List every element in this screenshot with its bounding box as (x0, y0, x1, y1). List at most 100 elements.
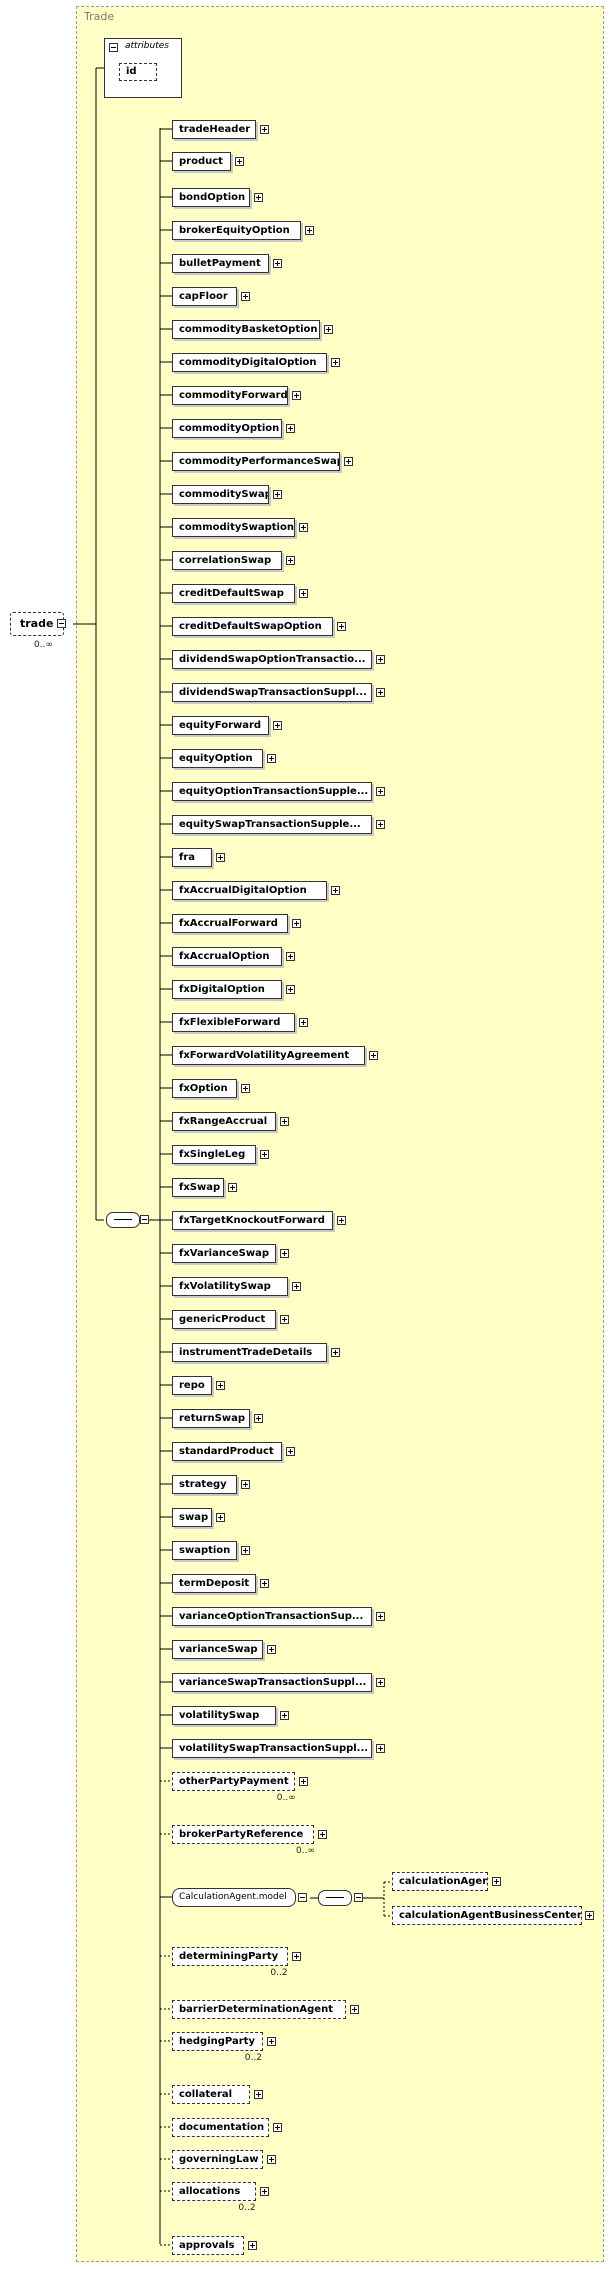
element-strategy[interactable]: strategy (172, 1475, 238, 1494)
element-documentation[interactable]: documentation (172, 2118, 270, 2137)
collapse-icon[interactable] (109, 43, 118, 52)
expand-icon[interactable] (292, 919, 302, 928)
element-fx-swap[interactable]: fxSwap (172, 1178, 225, 1197)
expand-icon[interactable] (369, 1051, 379, 1060)
expand-icon[interactable] (585, 1911, 594, 1920)
element-standard-product[interactable]: standardProduct (172, 1442, 282, 1461)
expand-icon[interactable] (260, 125, 270, 134)
expand-icon[interactable] (260, 1150, 270, 1159)
element-volatility-swap-transaction-suppl[interactable]: volatilitySwapTransactionSuppl... (172, 1739, 372, 1758)
expand-icon[interactable] (254, 193, 263, 202)
element-governing-law[interactable]: governingLaw (172, 2150, 263, 2169)
expand-icon[interactable] (279, 1711, 289, 1720)
element-fx-variance-swap[interactable]: fxVarianceSwap (172, 1244, 276, 1263)
expand-icon[interactable] (279, 1117, 289, 1126)
element-bond-option[interactable]: bondOption (172, 188, 250, 207)
element-commodity-forward[interactable]: commodityForward (172, 386, 289, 405)
element-term-deposit[interactable]: termDeposit (172, 1574, 257, 1593)
expand-icon[interactable] (241, 1546, 251, 1555)
collapse-icon[interactable] (298, 1893, 307, 1902)
element-fx-flexible-forward[interactable]: fxFlexibleForward (172, 1013, 295, 1032)
expand-icon[interactable] (298, 523, 308, 532)
element-credit-default-swap-option[interactable]: creditDefaultSwapOption (172, 617, 334, 636)
expand-icon[interactable] (260, 1579, 270, 1588)
expand-icon[interactable] (216, 1381, 225, 1390)
element-return-swap[interactable]: returnSwap (172, 1409, 250, 1428)
element-equity-forward[interactable]: equityForward (172, 716, 270, 735)
element-swap[interactable]: swap (172, 1508, 212, 1527)
expand-icon[interactable] (337, 622, 347, 631)
element-fx-accrual-forward[interactable]: fxAccrualForward (172, 914, 289, 933)
element-volatility-swap[interactable]: volatilitySwap (172, 1706, 276, 1725)
element-barrier-determination-agent[interactable]: barrierDeterminationAgent (172, 2000, 346, 2019)
expand-icon[interactable] (376, 1612, 385, 1621)
element-approvals[interactable]: approvals (172, 2236, 244, 2255)
expand-icon[interactable] (247, 2241, 257, 2250)
expand-icon[interactable] (216, 1513, 225, 1522)
expand-icon[interactable] (376, 1678, 385, 1687)
expand-icon[interactable] (376, 1744, 385, 1753)
expand-icon[interactable] (298, 1018, 308, 1027)
element-fx-single-leg[interactable]: fxSingleLeg (172, 1145, 257, 1164)
expand-icon[interactable] (286, 424, 295, 433)
expand-icon[interactable] (234, 157, 244, 166)
element-allocations[interactable]: allocations (172, 2182, 257, 2201)
expand-icon[interactable] (318, 1830, 327, 1839)
element-broker-party-reference[interactable]: brokerPartyReference (172, 1825, 314, 1844)
expand-icon[interactable] (254, 1414, 263, 1423)
expand-icon[interactable] (330, 886, 340, 895)
expand-icon[interactable] (330, 1348, 340, 1357)
element-other-party-payment[interactable]: otherPartyPayment (172, 1772, 295, 1791)
expand-icon[interactable] (350, 2005, 359, 2014)
element-variance-swap-transaction-suppl[interactable]: varianceSwapTransactionSuppl... (172, 1673, 372, 1692)
root-element-trade[interactable]: trade (10, 612, 64, 636)
element-swaption[interactable]: swaption (172, 1541, 238, 1560)
element-correlation-swap[interactable]: correlationSwap (172, 551, 282, 570)
expand-icon[interactable] (266, 2037, 276, 2046)
expand-icon[interactable] (305, 226, 315, 235)
element-commodity-swaption[interactable]: commoditySwaption (172, 518, 295, 537)
element-fx-option[interactable]: fxOption (172, 1079, 238, 1098)
element-cap-floor[interactable]: capFloor (172, 287, 238, 306)
expand-icon[interactable] (292, 1952, 302, 1961)
expand-icon[interactable] (228, 1183, 238, 1192)
element-determining-party[interactable]: determiningParty (172, 1947, 289, 1966)
collapse-icon[interactable] (354, 1893, 363, 1902)
sequence-compositor[interactable] (106, 1212, 140, 1228)
element-repo[interactable]: repo (172, 1376, 212, 1395)
element-commodity-option[interactable]: commodityOption (172, 419, 282, 438)
element-calculation-agent-business-center[interactable]: calculationAgentBusinessCenter (392, 1906, 582, 1925)
sequence-compositor[interactable] (318, 1890, 352, 1906)
element-calculation-agent[interactable]: calculationAgent (392, 1872, 488, 1891)
expand-icon[interactable] (279, 1315, 289, 1324)
expand-icon[interactable] (492, 1877, 501, 1886)
expand-icon[interactable] (266, 2155, 276, 2164)
element-fx-digital-option[interactable]: fxDigitalOption (172, 980, 282, 999)
element-commodity-performance-swap[interactable]: commodityPerformanceSwap (172, 452, 340, 471)
attribute-id[interactable]: id (119, 63, 157, 81)
expand-icon[interactable] (376, 787, 385, 796)
element-fx-volatility-swap[interactable]: fxVolatilitySwap (172, 1277, 289, 1296)
expand-icon[interactable] (292, 1282, 302, 1291)
element-hedging-party[interactable]: hedgingParty (172, 2032, 263, 2051)
expand-icon[interactable] (273, 721, 283, 730)
element-product[interactable]: product (172, 152, 231, 171)
element-equity-swap-transaction-supple[interactable]: equitySwapTransactionSupple... (172, 815, 372, 834)
collapse-icon[interactable] (57, 619, 66, 628)
element-commodity-basket-option[interactable]: commodityBasketOption (172, 320, 321, 339)
expand-icon[interactable] (298, 1777, 308, 1786)
expand-icon[interactable] (266, 1645, 276, 1654)
element-generic-product[interactable]: genericProduct (172, 1310, 276, 1329)
element-commodity-digital-option[interactable]: commodityDigitalOption (172, 353, 327, 372)
element-fra[interactable]: fra (172, 848, 212, 867)
expand-icon[interactable] (286, 952, 295, 961)
expand-icon[interactable] (241, 1480, 251, 1489)
expand-icon[interactable] (273, 490, 283, 499)
expand-icon[interactable] (273, 2123, 283, 2132)
element-fx-accrual-digital-option[interactable]: fxAccrualDigitalOption (172, 881, 327, 900)
expand-icon[interactable] (216, 853, 225, 862)
element-bullet-payment[interactable]: bulletPayment (172, 254, 270, 273)
expand-icon[interactable] (324, 325, 334, 334)
collapse-icon[interactable] (140, 1215, 149, 1224)
expand-icon[interactable] (279, 1249, 289, 1258)
